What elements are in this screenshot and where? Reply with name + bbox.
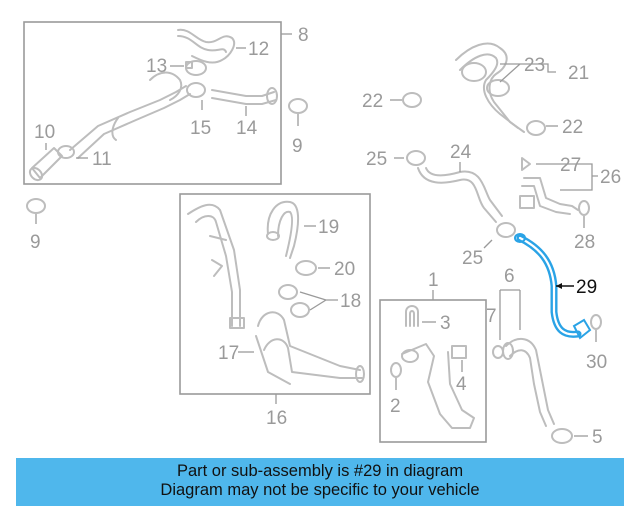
callout-14: 14 [236,118,258,139]
callout-11: 11 [92,149,112,170]
part-13-clamp [185,60,207,76]
callout-8: 8 [298,25,309,46]
callout-1: 1 [428,270,439,291]
part-22-clamp-right [526,120,546,136]
callout-19: 19 [318,217,339,238]
part-22-clamp-left [402,92,422,108]
callout-4: 4 [456,374,467,395]
callout-25-upper: 25 [366,149,387,170]
callout-29: 29 [576,277,597,298]
callout-21: 21 [568,63,589,84]
callout-27: 27 [560,155,581,176]
callout-28: 28 [574,232,595,253]
part-27-bracket [521,157,531,171]
part-2-oring [390,362,402,378]
callout-3: 3 [440,313,451,334]
part-25-clamp-lower [496,222,516,238]
part-18-clamps [278,284,310,318]
callout-5: 5 [592,427,603,448]
callout-12: 12 [248,39,269,60]
part-housing [401,343,475,429]
banner-line-2: Diagram may not be specific to your vehi… [160,481,480,499]
part-pipe-assembly [187,203,245,329]
part-29-hose-highlighted [514,233,592,340]
callout-30: 30 [586,352,607,373]
callout-26: 26 [600,167,621,188]
part-9-clamp-upper [288,98,308,114]
part-3-bracket [405,305,419,327]
callout-16: 16 [266,408,287,429]
part-30-oring [590,314,602,330]
part-9-clamp-lower [26,198,46,214]
callout-7: 7 [486,306,497,327]
callout-10: 10 [34,122,55,143]
callout-23: 23 [524,55,545,76]
part-5-clamp [551,428,573,444]
part-15-clamp [186,82,206,98]
part-24-hose [417,167,503,223]
part-17-hose [255,311,365,385]
part-25-clamp-upper [406,150,426,166]
group-box-16 [179,193,371,395]
group-box-8 [23,21,282,185]
part-6-hose [502,338,555,427]
callout-22-left: 22 [362,91,383,112]
callout-2: 2 [390,396,401,417]
part-19-hose [266,200,300,259]
part-10-hose [28,147,63,182]
part-14-hose [211,87,278,105]
info-banner: Part or sub-assembly is #29 in diagram D… [16,458,624,506]
callout-13: 13 [146,56,167,77]
callout-6: 6 [504,266,515,287]
part-26-pipe [519,177,579,215]
part-11-clamp [57,145,75,159]
callout-15: 15 [190,118,211,139]
part-coolant-pipe [69,71,191,159]
callout-22-right: 22 [562,117,583,138]
callout-25-lower: 25 [462,248,483,269]
callout-9-lower: 9 [30,232,41,253]
part-12-hose [177,28,236,64]
callout-24: 24 [450,142,472,163]
part-7-oring [492,345,504,359]
part-20-clamp [295,260,317,276]
part-28-oring [578,200,590,216]
callout-18: 18 [340,291,361,312]
callout-9-upper: 9 [292,136,303,157]
callout-20: 20 [334,259,355,280]
banner-line-1: Part or sub-assembly is #29 in diagram [176,462,464,480]
callout-17: 17 [218,343,239,364]
group-box-1 [379,299,487,443]
part-23-hose [455,42,525,133]
